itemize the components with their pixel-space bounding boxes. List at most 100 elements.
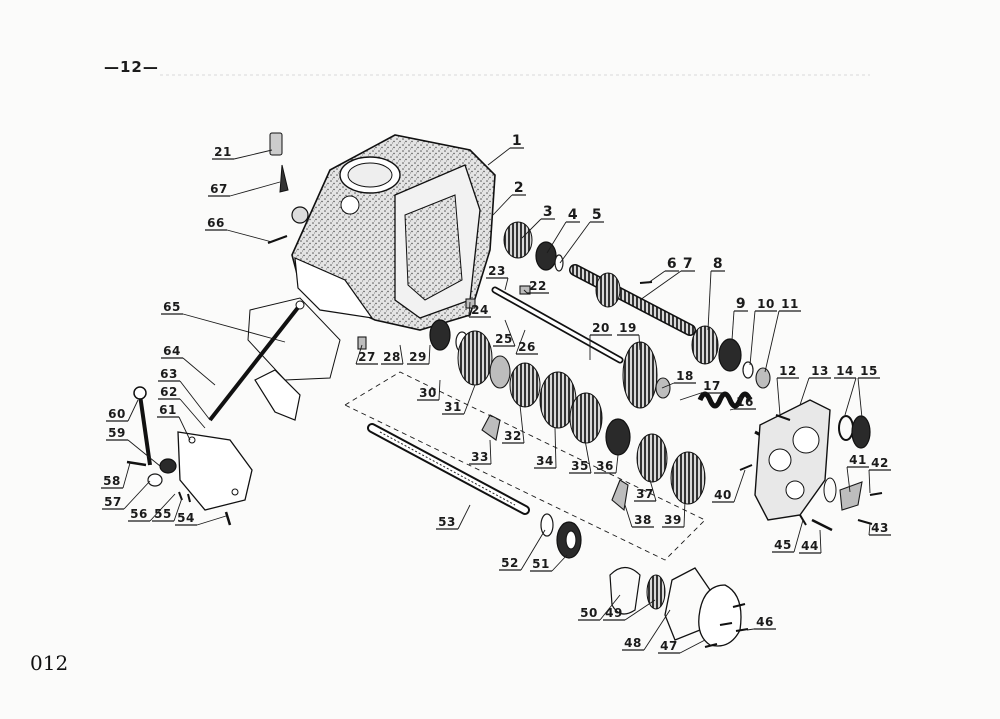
callout-label: 45 (774, 538, 792, 552)
callout-2: 2 (492, 180, 526, 216)
gear-lever-shaft (208, 300, 305, 422)
callout-67: 67 (208, 181, 281, 197)
callout-leader-line (521, 218, 542, 239)
callout-leader-line (519, 404, 525, 444)
callout-label: 37 (636, 487, 654, 501)
callout-leader-line (127, 439, 161, 467)
callout-leader-line (647, 270, 666, 284)
callout-leader-line (554, 427, 557, 469)
callout-19: 19 (617, 321, 641, 351)
callout-label: 52 (501, 556, 519, 570)
callout-52: 52 (499, 529, 546, 571)
callout-label: 50 (580, 606, 598, 620)
callout-leader-line (776, 377, 781, 416)
callout-leader-line (749, 310, 756, 366)
callout-label: 67 (210, 182, 228, 196)
callout-label: 13 (811, 364, 829, 378)
callout-label: 25 (495, 332, 513, 346)
callout-label: 18 (676, 369, 694, 383)
callout-label: 5 (592, 207, 602, 223)
callout-label: 46 (756, 615, 774, 629)
callout-7: 7 (639, 256, 695, 301)
callout-54: 54 (175, 511, 227, 526)
callout-31: 31 (442, 384, 476, 415)
callout-label: 28 (383, 350, 401, 364)
callout-leader-line (868, 523, 871, 536)
callout-49: 49 (603, 599, 656, 621)
callout-56: 56 (128, 493, 176, 522)
callout-leader-line (844, 377, 857, 416)
callout-leader-line (229, 181, 281, 197)
callout-label: 11 (781, 297, 799, 311)
callout-leader-line (857, 377, 863, 419)
callout-22: 22 (523, 279, 549, 294)
callout-label: 61 (159, 403, 177, 417)
callout-leader-line (487, 147, 511, 166)
callout-label: 26 (518, 340, 536, 354)
callout-leader-line (457, 504, 471, 530)
callout-leader-line (173, 497, 183, 522)
callout-12: 12 (776, 364, 799, 416)
callout-3: 3 (521, 204, 555, 239)
callout-label: 58 (103, 474, 121, 488)
callout-leader-line (463, 384, 476, 415)
callout-6: 6 (647, 256, 679, 284)
callout-leader-line (729, 408, 735, 411)
callout-65: 65 (161, 300, 286, 343)
callout-16: 16 (729, 395, 756, 411)
callout-label: 39 (664, 513, 682, 527)
main-shaft (367, 423, 530, 515)
callout-9: 9 (731, 296, 748, 341)
callout-leader-line (179, 380, 211, 421)
callout-label: 57 (104, 495, 122, 509)
small-parts (178, 132, 883, 648)
callout-27: 27 (355, 344, 378, 365)
callout-43: 43 (868, 521, 891, 536)
callout-label: 15 (860, 364, 878, 378)
callout-label: 16 (736, 395, 754, 409)
callout-label: 63 (160, 367, 178, 381)
callout-35: 35 (569, 439, 592, 474)
callout-45: 45 (772, 519, 804, 553)
callout-label: 41 (849, 453, 867, 467)
callout-leader-line (764, 310, 780, 373)
callout-label: 29 (409, 350, 427, 364)
callout-label: 7 (683, 256, 693, 272)
callout-label: 30 (419, 386, 437, 400)
callout-label: 44 (801, 539, 819, 553)
callout-53: 53 (436, 504, 471, 530)
callout-23: 23 (486, 264, 509, 291)
callout-leader-line (638, 334, 641, 351)
callout-leader-line (523, 289, 528, 294)
callout-leader-line (492, 194, 513, 216)
callout-66: 66 (205, 216, 273, 243)
callout-label: 22 (529, 279, 547, 293)
callout-label: 17 (703, 379, 721, 393)
callout-leader-line (868, 469, 871, 494)
callout-leader-line (707, 270, 712, 331)
callout-48: 48 (622, 609, 671, 651)
callout-label: 36 (596, 459, 614, 473)
callout-41: 41 (846, 453, 869, 493)
callout-label: 32 (504, 429, 522, 443)
callout-label: 14 (836, 364, 854, 378)
callout-leader-line (846, 466, 851, 493)
callout-leader-line (515, 329, 526, 355)
callout-42: 42 (868, 456, 891, 494)
callout-label: 66 (207, 216, 225, 230)
callout-label: 38 (634, 513, 652, 527)
callout-label: 55 (154, 507, 172, 521)
bottom-cover (609, 566, 742, 647)
callout-leader-line (489, 439, 492, 465)
callout-34: 34 (534, 427, 557, 469)
callout-leader-line (799, 377, 810, 406)
callout-1: 1 (487, 133, 524, 166)
callout-label: 53 (438, 515, 456, 529)
callout-38: 38 (624, 504, 654, 528)
callout-46: 46 (746, 615, 776, 631)
end-cover (126, 297, 341, 511)
callout-50: 50 (578, 594, 621, 621)
callout-label: 47 (660, 639, 678, 653)
